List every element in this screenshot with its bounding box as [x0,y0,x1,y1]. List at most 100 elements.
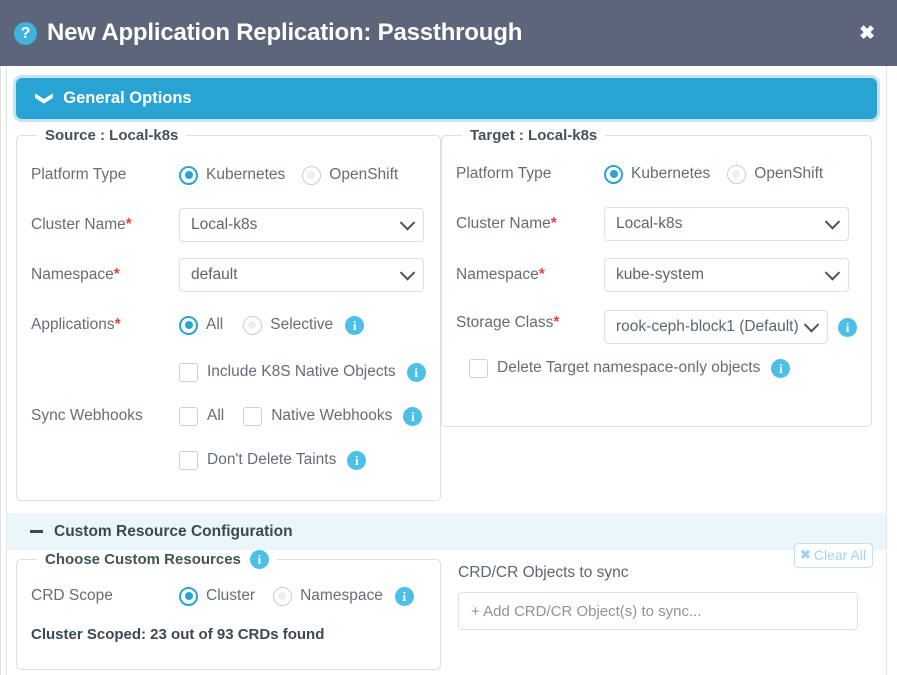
native-webhooks-checkbox[interactable] [243,406,263,426]
source-platform-kubernetes-label: Kubernetes [206,166,286,183]
required-marker: * [113,266,120,283]
target-platform-kubernetes-label: Kubernetes [631,165,711,182]
source-cluster-name-value: Local-k8s [191,216,258,233]
applications-all-radio[interactable] [179,315,198,335]
crd-scope-cluster-label: Cluster [206,587,256,604]
chevron-down-icon [803,317,820,333]
crd-objects-label: CRD/CR Objects to sync [458,564,629,581]
required-marker: * [550,214,557,232]
scrollbar[interactable] [886,66,887,675]
required-marker: * [125,216,132,233]
target-namespace-value: kube-system [616,265,704,283]
custom-resource-row: Choose Custom Resources i CRD Scope Clus… [7,543,886,670]
accordion-general-options-label: General Options [63,89,192,107]
chevron-down-icon [824,213,841,230]
crd-objects-placeholder: + Add CRD/CR Object(s) to sync... [471,602,702,620]
choose-custom-resources-legend: Choose Custom Resources i [37,550,277,569]
storage-class-value: rook-ceph-block1 (Default) [616,318,799,335]
source-cluster-name-row: Cluster Name* Local-k8s [31,200,426,250]
sync-webhooks-label: Sync Webhooks [31,407,143,424]
storage-class-info-icon[interactable]: i [838,317,857,337]
include-native-objects-checkbox[interactable] [179,362,198,382]
delete-target-objects-label: Delete Target namespace-only objects [497,359,761,376]
target-cluster-name-select[interactable]: Local-k8s [604,206,849,241]
target-platform-openshift-radio[interactable] [727,164,747,184]
target-platform-kubernetes-radio[interactable] [604,164,623,184]
close-icon[interactable]: ✖ [859,22,875,44]
target-panel: Target : Local-k8s Platform Type Kuberne… [441,127,872,427]
webhooks-all-checkbox[interactable] [179,406,198,426]
target-platform-type-row: Platform Type Kubernetes OpenShift [456,150,857,198]
crd-scope-label: CRD Scope [31,587,113,604]
applications-all-label: All [206,316,224,333]
source-platform-type-row: Platform Type Kubernetes OpenShift [31,150,426,200]
include-native-objects-row: Include K8S Native Objects i [31,350,426,394]
choose-custom-resources-info-icon[interactable]: i [249,550,269,569]
question-mark-icon: ? [14,21,37,45]
include-native-objects-label: Include K8S Native Objects [207,363,396,380]
dont-delete-taints-checkbox[interactable] [179,450,198,470]
clear-all-label: Clear All [813,547,866,563]
body-inner: ❯ General Options Source : Local-k8s Pla… [6,66,886,675]
required-marker: * [553,314,560,331]
crd-scope-namespace-radio[interactable] [273,586,293,606]
accordion-custom-resource-label: Custom Resource Configuration [54,522,293,540]
clear-all-button[interactable]: ✖ Clear All [793,543,873,568]
native-webhooks-info-icon[interactable]: i [403,406,423,426]
target-namespace-row: Namespace* kube-system [456,249,857,300]
storage-class-label: Storage Class* [456,314,560,331]
target-namespace-label: Namespace* [456,265,545,283]
source-panel: Source : Local-k8s Platform Type Kuberne… [16,127,441,501]
applications-selective-radio[interactable] [243,315,263,335]
modal-header: ? New Application Replication: Passthrou… [0,0,897,66]
webhooks-all-label: All [207,407,225,424]
panels-row: Source : Local-k8s Platform Type Kuberne… [7,119,886,501]
native-webhooks-label: Native Webhooks [271,407,393,424]
source-panel-legend: Source : Local-k8s [45,127,179,144]
delete-target-objects-checkbox[interactable] [469,358,488,378]
source-cluster-name-select[interactable]: Local-k8s [179,208,424,242]
source-platform-openshift-radio[interactable] [302,165,322,185]
dont-delete-taints-info-icon[interactable]: i [347,450,367,470]
modal-body: ❯ General Options Source : Local-k8s Pla… [0,66,897,675]
source-namespace-select[interactable]: default [179,258,424,292]
applications-info-icon[interactable]: i [345,315,365,335]
dont-delete-taints-row: Don't Delete Taints i [31,438,426,482]
choose-custom-resources-panel: Choose Custom Resources i CRD Scope Clus… [16,550,441,670]
source-cluster-name-label: Cluster Name* [31,216,132,233]
source-platform-openshift-label: OpenShift [329,166,399,183]
target-platform-type-label: Platform Type [456,165,552,182]
chevron-down-icon [824,264,841,281]
crd-scope-info-icon[interactable]: i [394,586,414,606]
crd-objects-input[interactable]: + Add CRD/CR Object(s) to sync... [458,592,858,630]
chevron-down-icon: ❯ [35,91,55,106]
chevron-down-icon [399,215,416,231]
sync-webhooks-row: Sync Webhooks All Native Webhooks i [31,394,426,438]
accordion-general-options[interactable]: ❯ General Options [16,78,877,119]
target-cluster-name-value: Local-k8s [616,214,683,232]
required-marker: * [114,316,121,333]
source-namespace-label: Namespace* [31,266,120,283]
target-namespace-select[interactable]: kube-system [604,257,849,292]
storage-class-select[interactable]: rook-ceph-block1 (Default) [604,310,828,344]
crds-found-text: Cluster Scoped: 23 out of 93 CRDs found [31,626,325,643]
include-native-objects-info-icon[interactable]: i [406,362,426,382]
target-panel-legend: Target : Local-k8s [470,127,598,144]
source-namespace-row: Namespace* default [31,250,426,300]
chevron-down-icon [399,265,416,281]
source-platform-kubernetes-radio[interactable] [179,165,198,185]
storage-class-row: Storage Class* rook-ceph-block1 (Default… [456,300,857,346]
target-cluster-name-label: Cluster Name* [456,214,557,232]
dont-delete-taints-label: Don't Delete Taints [207,451,337,468]
minus-icon [30,530,43,533]
close-icon: ✖ [799,547,811,562]
crd-scope-cluster-radio[interactable] [179,586,198,606]
crd-scope-namespace-label: Namespace [300,587,383,604]
crd-objects-section: CRD/CR Objects to sync + Add CRD/CR Obje… [458,543,873,670]
delete-target-objects-info-icon[interactable]: i [771,358,791,378]
page-title: New Application Replication: Passthrough [47,19,523,46]
source-applications-label: Applications* [31,316,121,333]
source-namespace-value: default [191,266,238,283]
accordion-custom-resource[interactable]: Custom Resource Configuration [7,513,886,550]
